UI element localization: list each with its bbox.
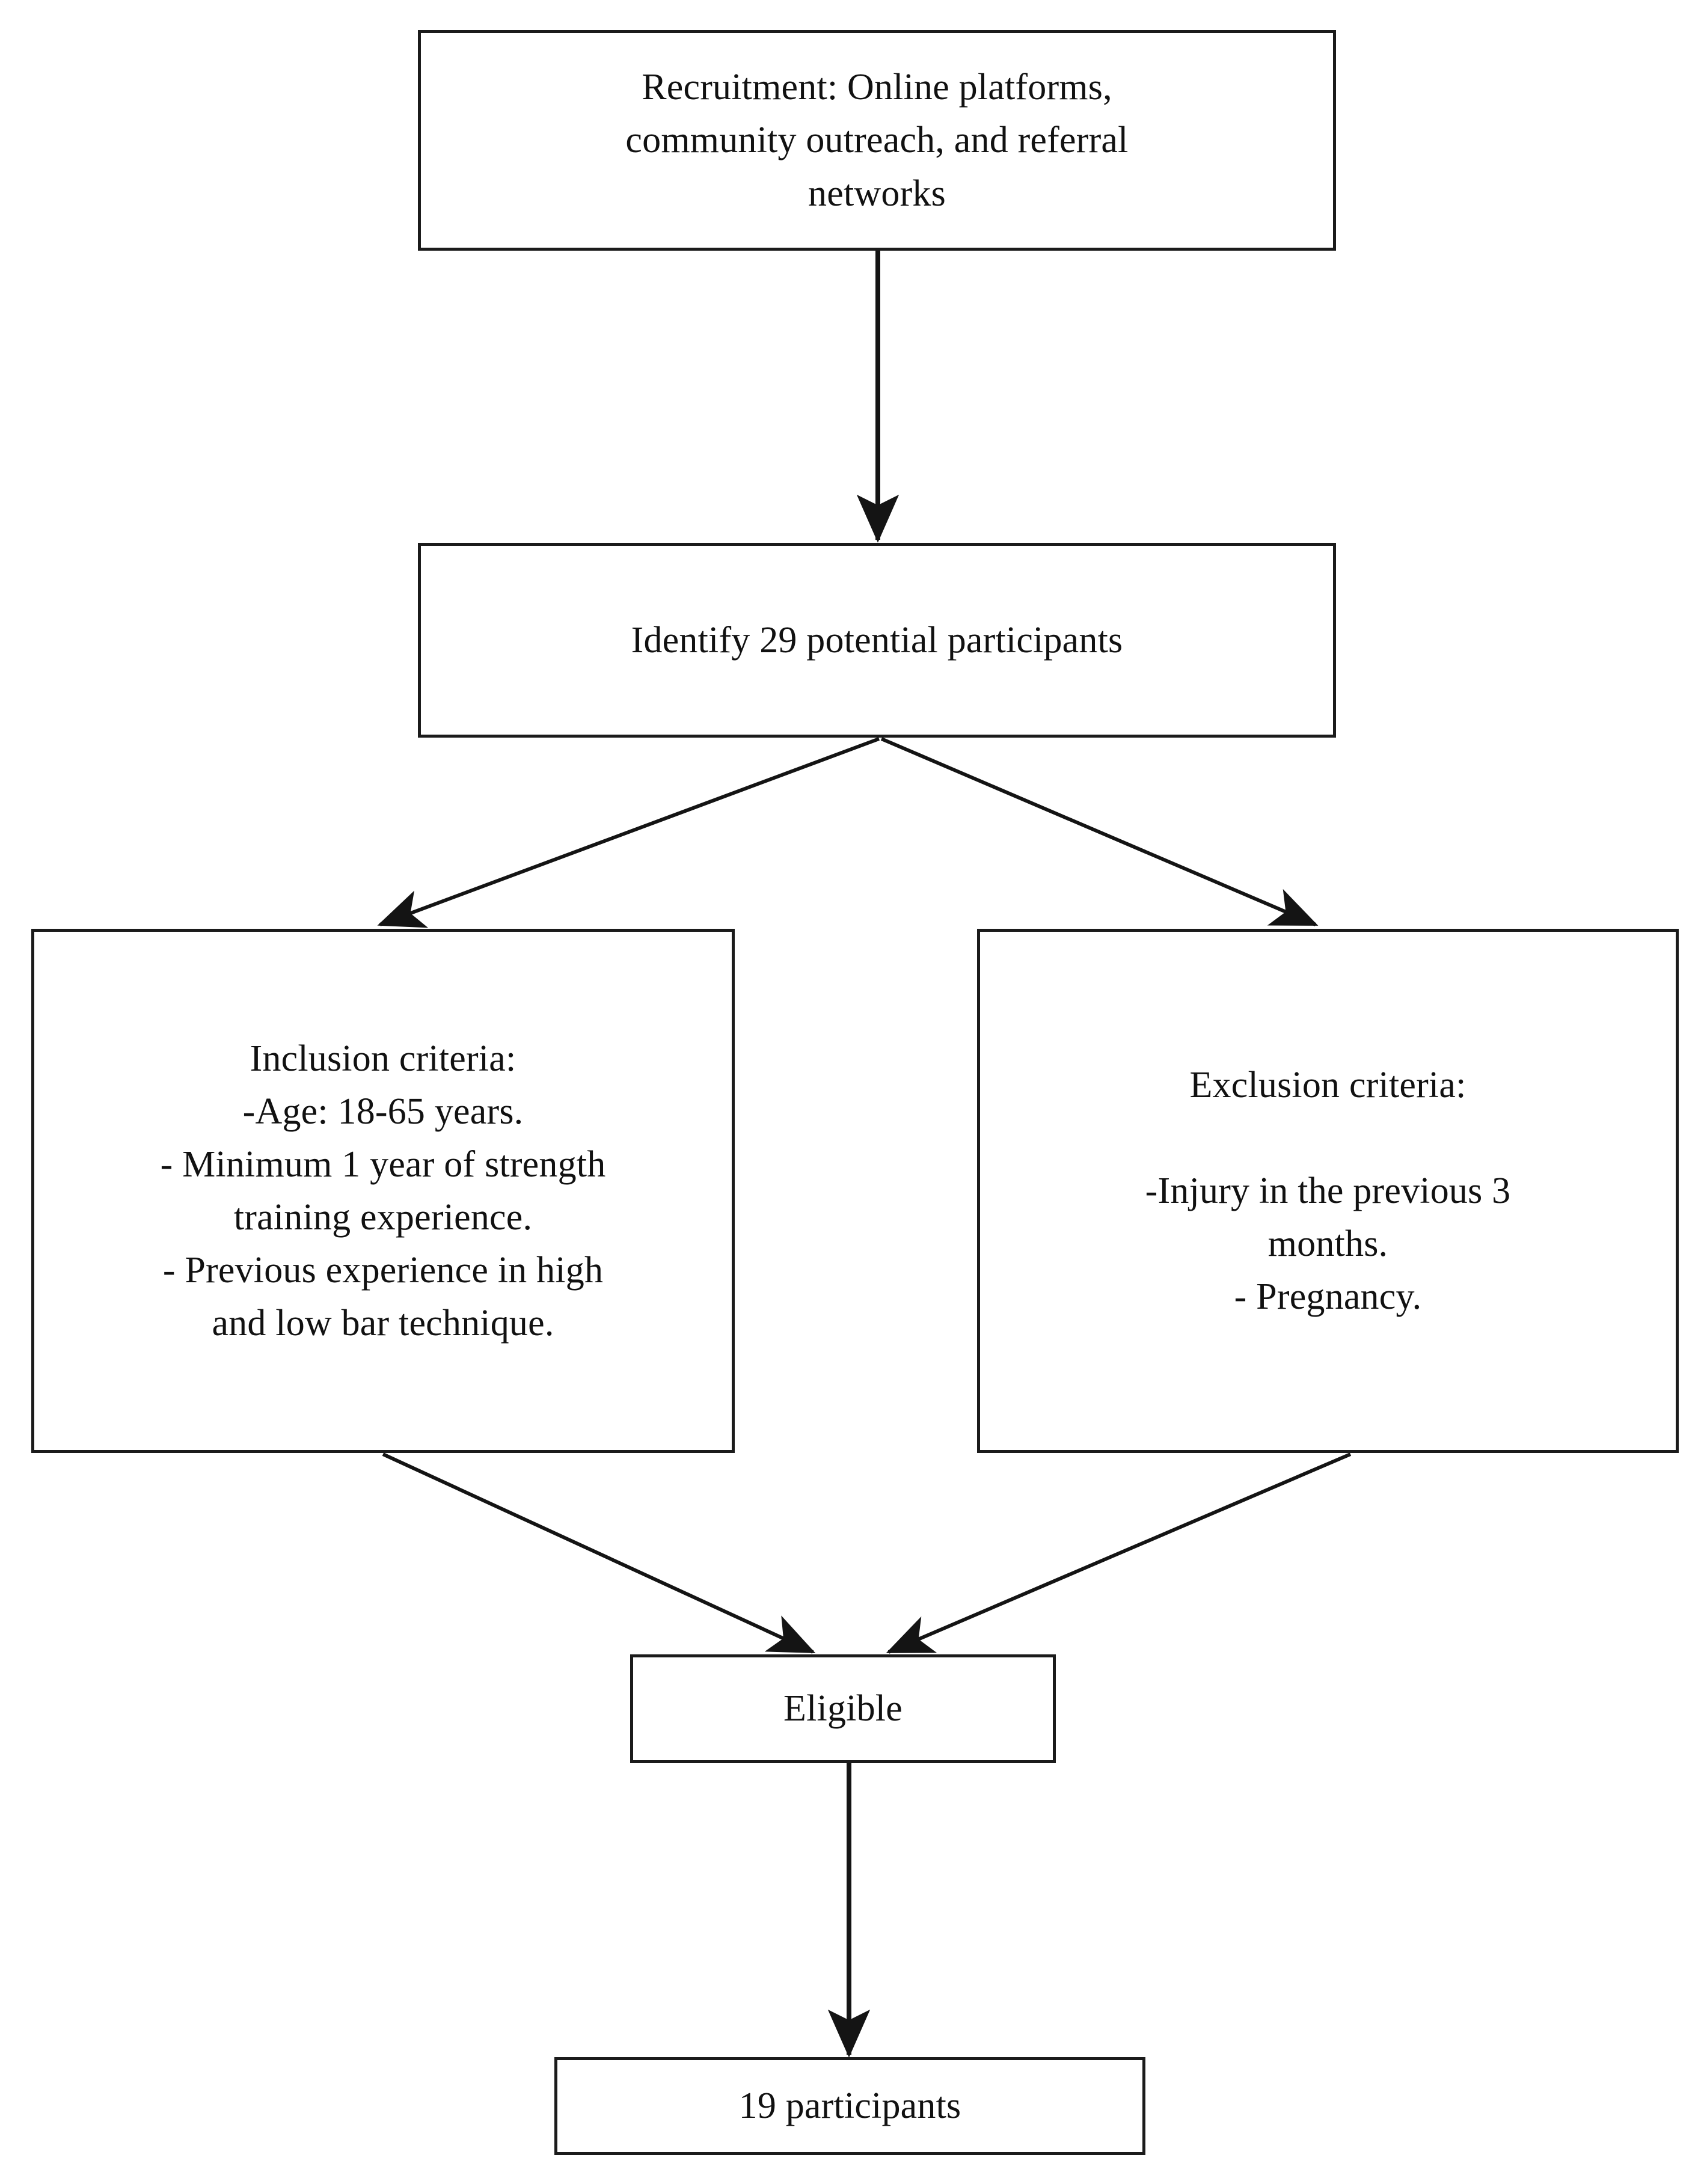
node-identify-potential-participants: Identify 29 potential participants (418, 543, 1336, 738)
node-identify-label: Identify 29 potential participants (631, 619, 1123, 661)
node-eligible-label: Eligible (783, 1688, 903, 1730)
node-exclusion-label: Exclusion criteria: -Injury in the previ… (1145, 1064, 1511, 1318)
node-final-participants: 19 participants (554, 2057, 1145, 2155)
edge-exclusion-to-eligible (886, 1452, 1352, 1654)
node-recruitment: Recruitment: Online platforms, community… (418, 30, 1336, 251)
node-inclusion-label: Inclusion criteria: -Age: 18-65 years. -… (160, 1038, 606, 1344)
edge-identify-to-inclusion (377, 737, 880, 928)
node-inclusion-criteria: Inclusion criteria: -Age: 18-65 years. -… (31, 929, 735, 1453)
node-exclusion-criteria: Exclusion criteria: -Injury in the previ… (977, 929, 1679, 1453)
node-participants-label: 19 participants (738, 2085, 961, 2127)
node-eligible: Eligible (630, 1654, 1056, 1763)
edge-inclusion-to-eligible (382, 1452, 816, 1654)
node-recruitment-label: Recruitment: Online platforms, community… (625, 67, 1129, 214)
edge-identify-to-exclusion (880, 737, 1319, 926)
